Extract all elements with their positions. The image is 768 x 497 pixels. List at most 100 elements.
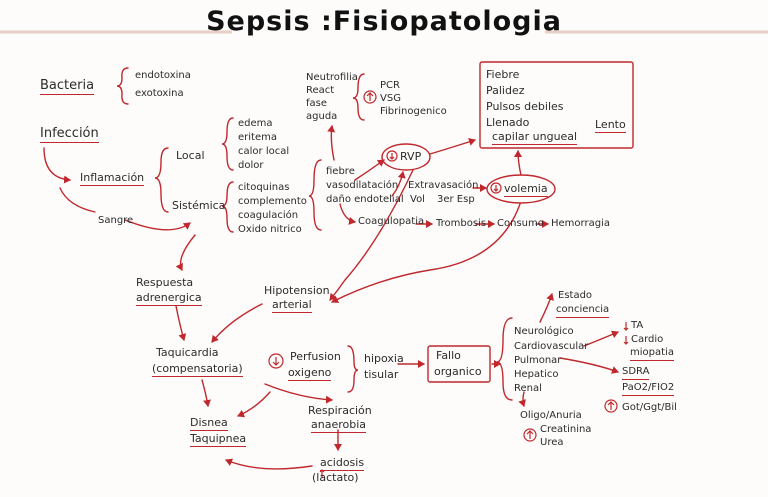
up-icon-got [604,399,618,413]
arrow-infeccion-inflamacion [43,147,71,184]
reactantes-item: React [306,85,335,96]
arrow-hipotension-taquicardia [211,303,263,343]
arrow-renal-oligo [518,391,526,407]
down-icon-rvp [386,150,398,162]
brace-sistemica [221,181,234,233]
organo-item: Cardiovascular [514,341,589,352]
local-item: eritema [238,132,277,143]
arrow-volemia-hipotension [331,203,521,303]
hipoxia-line1: hipoxia [364,352,404,365]
brace-bacteria [116,67,129,105]
rvp-circle [381,143,431,171]
extravasacion-vol: Vol [410,194,425,205]
reactantes-item: fase [306,98,328,109]
down-icon-perfusion [268,353,284,369]
sistemica-item: coagulación [238,210,299,221]
consumo-label: Consumo [497,218,544,229]
signos-item: Pulsos debiles [486,100,564,113]
hipoxia-line2: tisular [364,368,399,381]
up-icon-pcr [363,90,377,104]
arrow-rvp-signos [429,138,476,155]
urea-label: Urea [540,437,564,448]
arrow-perfusion-disnea [237,391,271,418]
signos-box [479,61,634,149]
arrow-daño-coagulopatia [339,203,356,225]
arrow-acidosis-disnea [225,458,313,470]
organo-item: Neurológico [514,326,574,337]
pcr-item: VSG [380,93,401,104]
local-label: Local [176,149,205,162]
lento-label: Lento [595,118,626,133]
estado-line1: Estado [558,290,593,301]
brace-organos [496,317,513,401]
signos-item: Llenado [486,116,530,129]
fallo-line2: organico [434,365,482,378]
brace-fiebre [308,159,322,231]
fiebre-item: daño endotelial [326,194,404,205]
local-item: dolor [238,160,264,171]
arrow-pulmonar-sdra [559,357,619,374]
reactantes-item: Neutrofilia [306,72,358,83]
extravasacion-line1: Extravasación [408,180,479,191]
reactantes-item: aguda [306,111,338,122]
arrow-inflamacion-sangre [59,187,96,213]
pcr-item: Fibrinogenico [380,106,447,117]
acidosis-line1: acidosis [320,456,365,471]
arrow-neuro-estado [539,293,554,323]
local-item: calor local [238,146,290,157]
arrow-sangre-sistemica [124,219,191,231]
organo-item: Renal [514,383,542,394]
local-item: edema [238,118,273,129]
brace-local [221,117,234,171]
page-title: Sepsis :Fisiopatologia [206,6,562,37]
extravasacion-esp: 3er Esp [437,194,475,205]
signos-item: Palidez [486,84,525,97]
pcr-item: PCR [380,80,400,91]
ta-label: TA [631,320,644,331]
perfusion-line1: Perfusion [290,350,341,363]
arrow-perfusion-respiracion [264,383,333,404]
sistemica-item: complemento [238,196,307,207]
oligo-label: Oligo/Anuria [520,410,582,421]
down-icon-volemia [490,182,502,194]
arrow-cardio-ta [583,330,619,347]
acidosis-line2-wrap: (lactato) [312,471,359,484]
trombosis-label: Trombosis [436,218,487,229]
rvp-label: RVP [400,150,422,163]
hipotension-line2: arterial [272,298,312,313]
organo-item: Pulmonar [514,355,562,366]
brace-hipoxia [347,345,359,393]
bacteria-item: endotoxina [135,70,191,81]
estado-line2: conciencia [556,304,610,318]
arrow-fiebre-reactantes [327,125,336,161]
fallo-box [427,345,491,383]
brace-inflamacion [154,147,169,213]
sangre-label: Sangre [98,215,134,226]
respiracion-line1: Respiración [308,404,372,417]
perfusion-line2: oxigeno [288,366,332,381]
pao2-label: PaO2/FIO2 [622,382,675,396]
sdra-label: SDRA [622,366,650,380]
inflamacion-label: Inflamación [80,171,145,186]
bacteria-label: Bacteria [40,78,95,95]
taquicardia-line1: Taquicardia [156,346,219,359]
cardio-line2: miopatia [630,347,674,361]
arrow-volemia-signos [514,150,523,176]
arrow-respuesta-taquicardia [175,305,187,341]
infeccion-label: Infección [40,126,99,143]
cardio-line1: Cardio [631,334,664,345]
arrow-daño-extravasacion [391,171,406,197]
signos-item: capilar ungueal [492,130,578,145]
sistemica-item: citoquinas [238,182,290,193]
hemorragia-label: Hemorragia [551,218,610,229]
arrow-taquicardia-disnea [201,379,211,407]
disnea-line2: Taquipnea [190,432,247,447]
lactato-label: lactato [316,471,355,484]
creatinina-label: Creatinina [540,424,592,435]
signos-item: Fiebre [486,68,520,81]
up-icon-creatinina [523,428,537,442]
hipotension-line1: Hipotension [264,284,330,297]
sistemica-label: Sistémica [172,199,226,212]
